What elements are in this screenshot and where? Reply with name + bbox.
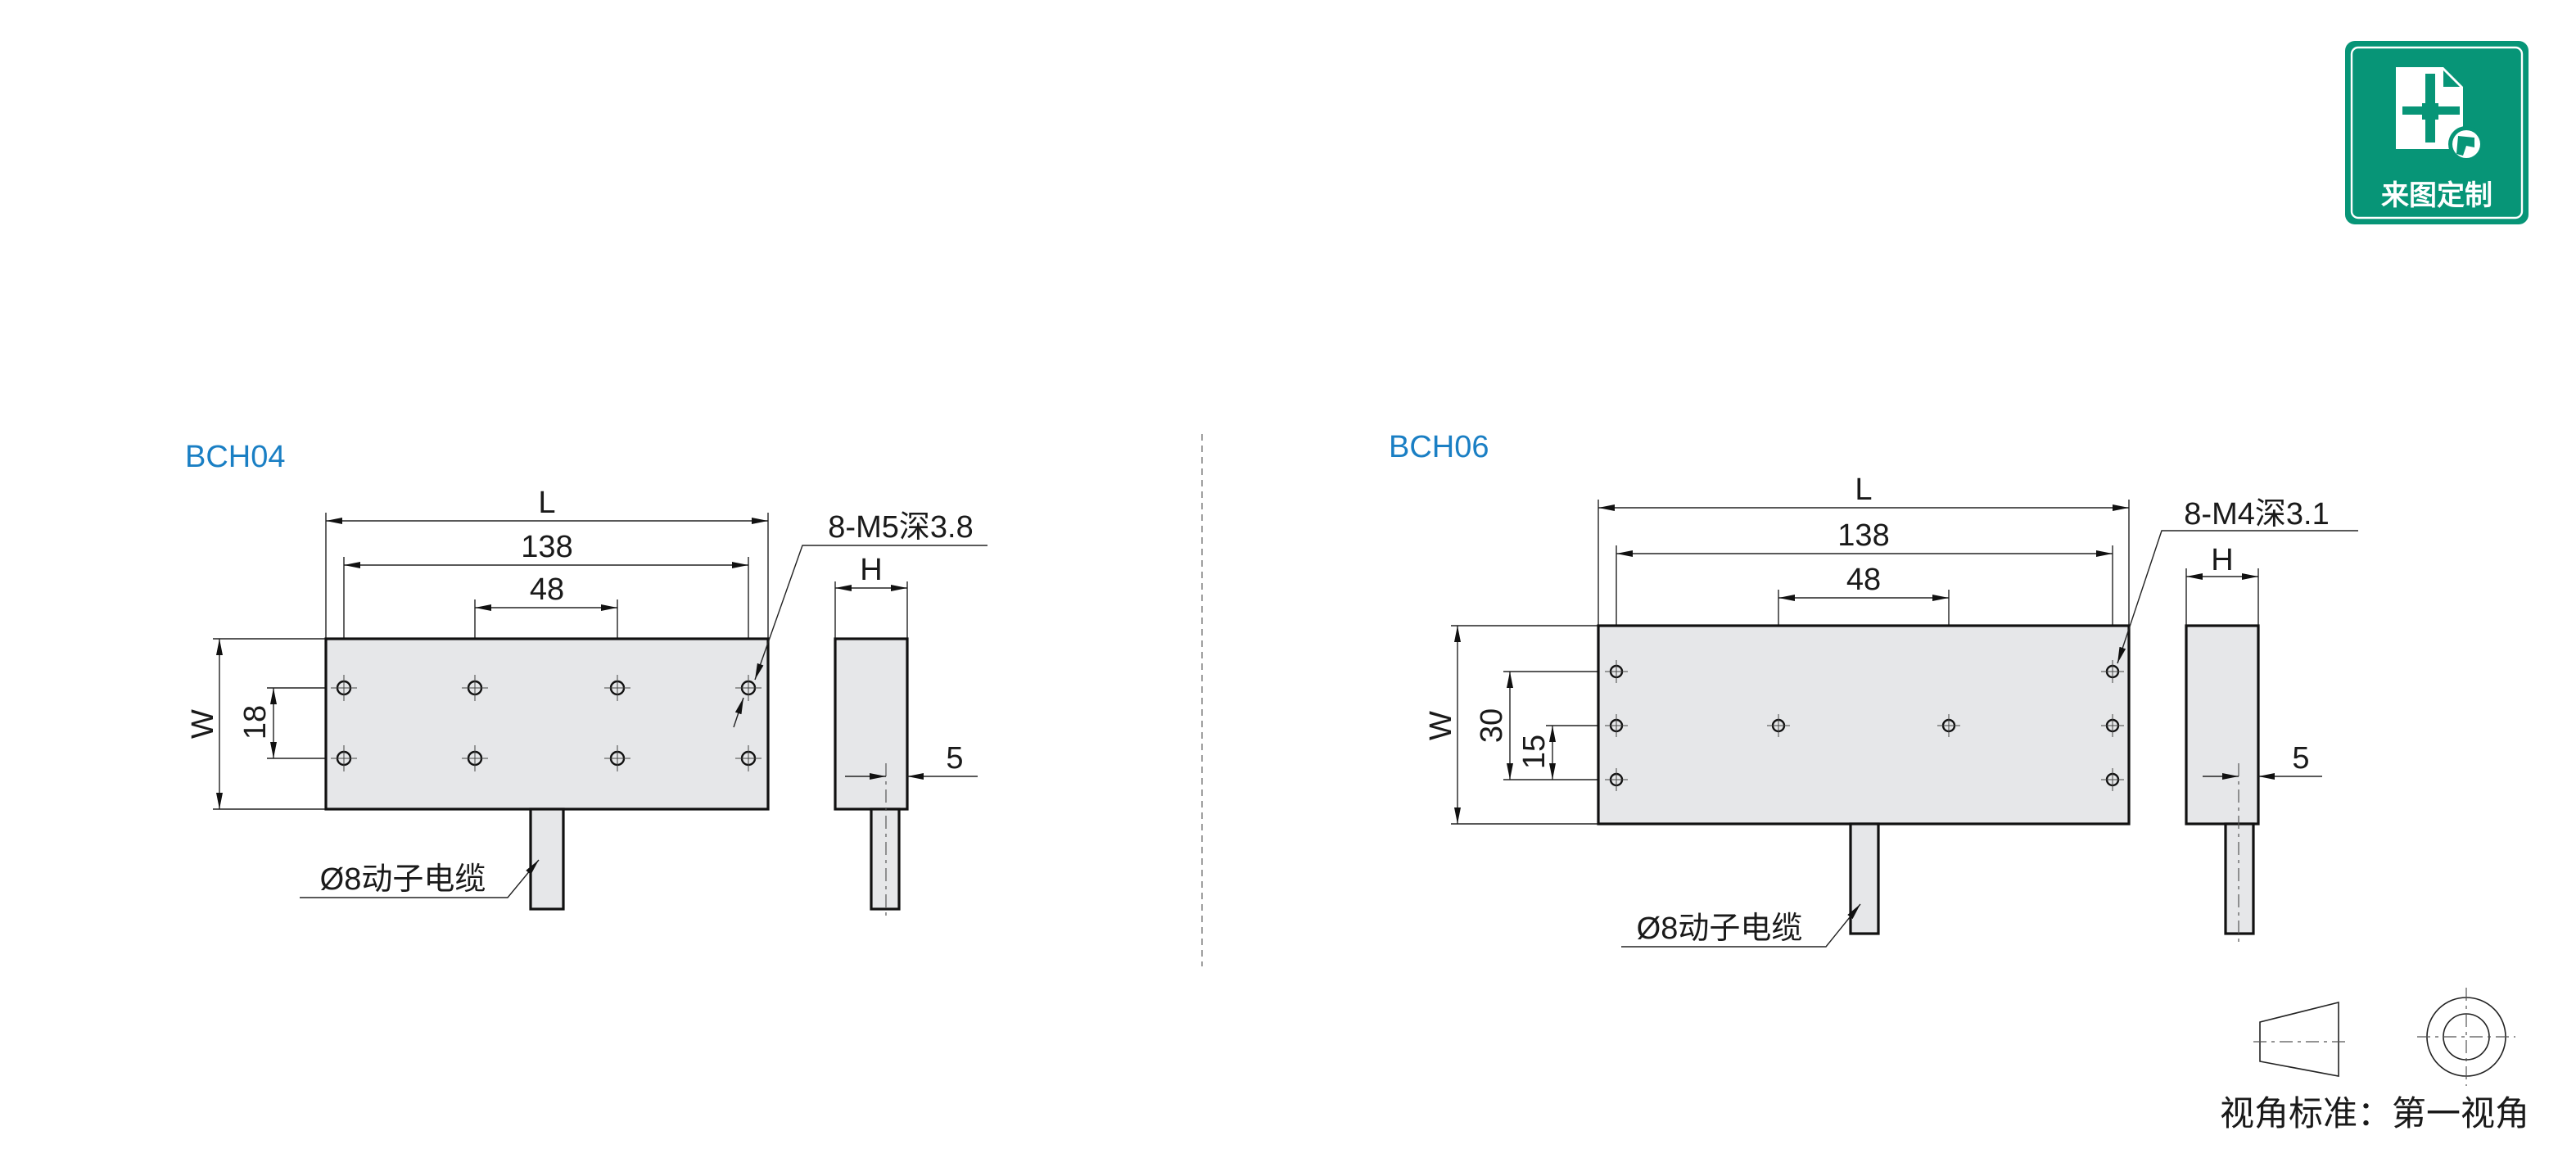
cable-side <box>870 807 901 911</box>
model-label: BCH06 <box>1389 430 1489 464</box>
dim-5: 5 <box>2292 741 2309 776</box>
side-view-body <box>2185 624 2260 826</box>
projection-standard-text: 视角标准：第一视角 <box>2220 1094 2529 1133</box>
mounting-holes <box>1605 660 2124 791</box>
dim-30: 30 <box>1475 708 1509 743</box>
first-angle-projection-symbol: 视角标准：第一视角 <box>2220 988 2529 1133</box>
cable-side <box>2224 822 2255 935</box>
dim-width: W <box>1424 711 1458 740</box>
drawing-bch04: BCH04 L 138 48 W 18 <box>185 440 987 921</box>
front-view-body <box>324 637 770 811</box>
cable-note: Ø8动子电缆 <box>320 862 486 897</box>
side-view-body <box>834 637 909 811</box>
thread-note: 8-M5深3.8 <box>828 510 973 545</box>
dim-height: H <box>2211 543 2233 577</box>
cable-note: Ø8动子电缆 <box>1637 912 1803 946</box>
drawing-bch06: BCH06 L 138 48 W 30 15 <box>1389 430 2358 948</box>
dim-5: 5 <box>946 741 963 776</box>
badge-text: 来图定制 <box>2381 180 2492 211</box>
dim-width: W <box>186 709 220 739</box>
front-view-body <box>1597 624 2131 826</box>
dim-48: 48 <box>530 572 564 607</box>
wrench-icon <box>2456 136 2474 156</box>
dim-138: 138 <box>521 530 572 564</box>
dim-18: 18 <box>238 705 273 740</box>
cable-front <box>529 807 565 911</box>
model-label: BCH04 <box>185 440 286 474</box>
mounting-holes <box>331 675 762 771</box>
dim-15: 15 <box>1517 735 1552 769</box>
document-icon <box>2396 67 2484 162</box>
dim-48: 48 <box>1846 563 1881 597</box>
dim-length: L <box>1855 473 1872 507</box>
cable-front <box>1849 822 1880 935</box>
custom-drawing-badge[interactable]: 来图定制 <box>2345 41 2529 224</box>
dim-height: H <box>860 553 882 587</box>
thread-note: 8-M4深3.1 <box>2184 497 2329 532</box>
dim-length: L <box>538 486 555 520</box>
dim-138: 138 <box>1837 518 1889 553</box>
